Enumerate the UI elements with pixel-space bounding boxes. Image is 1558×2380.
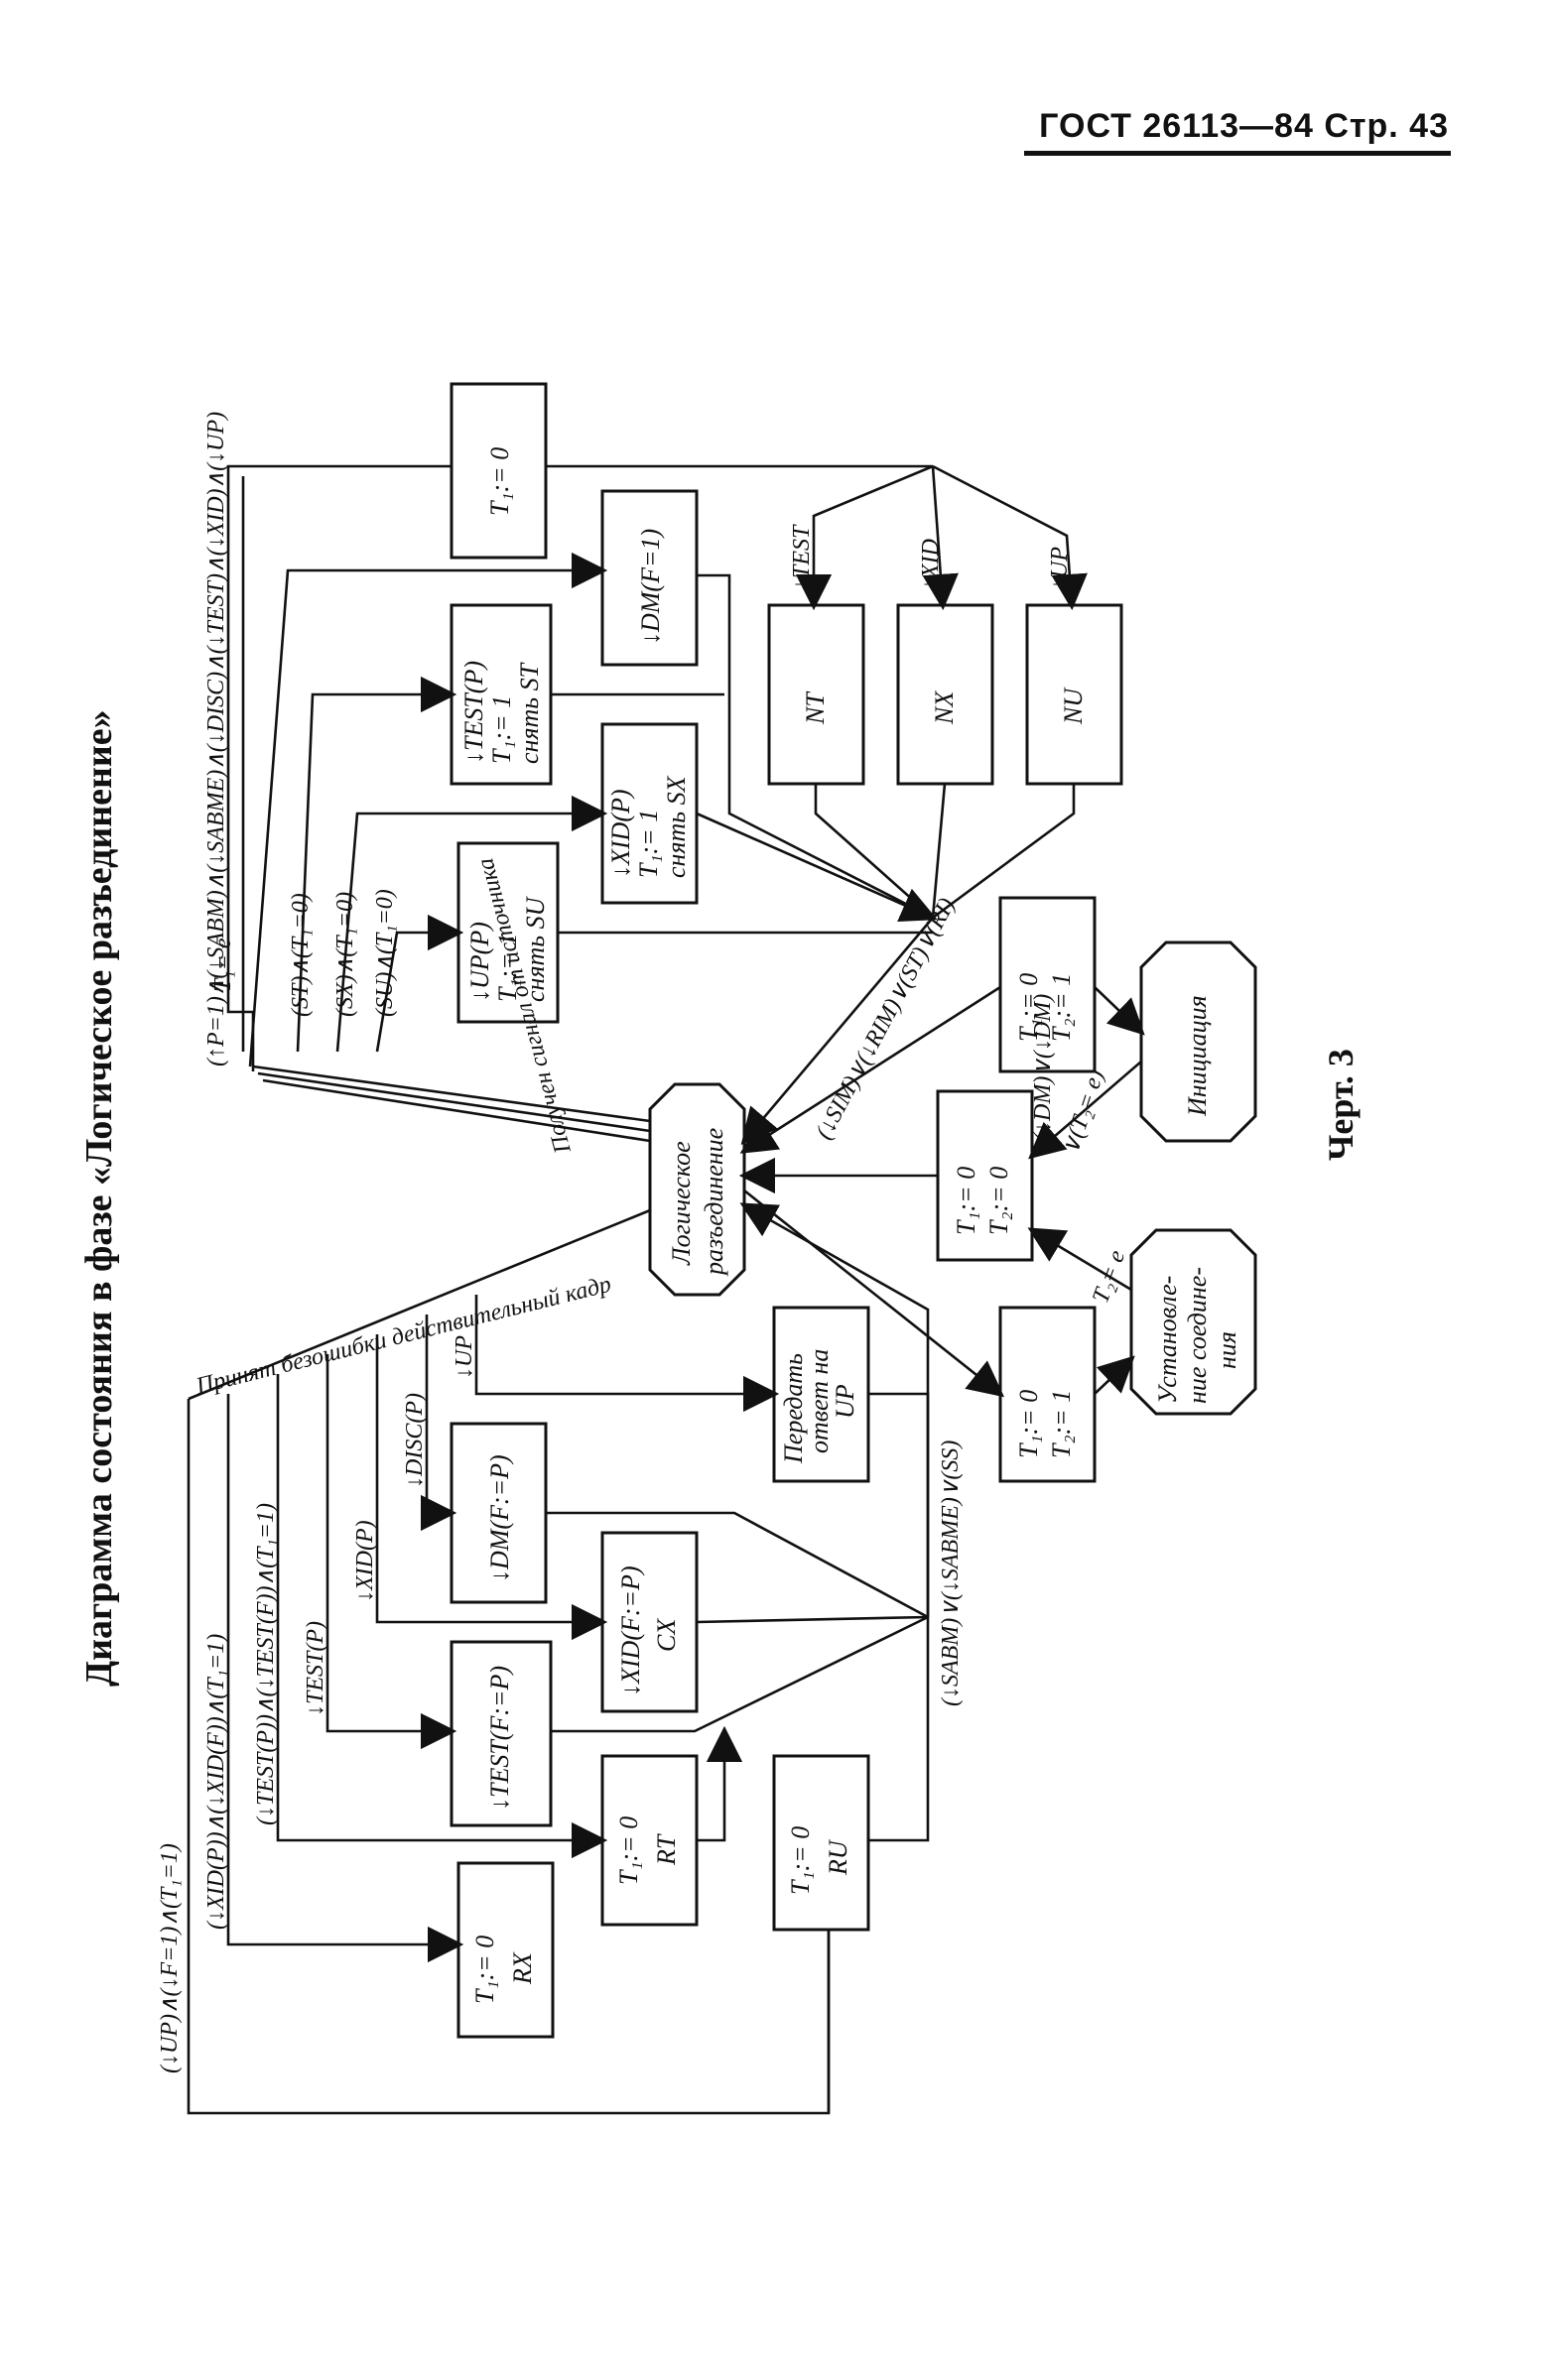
header-rule: [1024, 151, 1451, 156]
svg-text:↓TEST(F:=P): ↓TEST(F:=P): [485, 1666, 514, 1811]
svg-text:T₁:= 0: T₁:= 0: [1014, 973, 1043, 1042]
svg-text:UP: UP: [831, 1384, 859, 1419]
figure-title: Диаграмма состояния в фазе «Логическое р…: [78, 709, 120, 1687]
svg-text:↓XID(P): ↓XID(P): [606, 789, 635, 878]
box-up-su: ↓UP(P) T₁:= 1 снять SU: [456, 841, 560, 1024]
svg-text:T₁:= 1: T₁:= 1: [487, 695, 516, 764]
svg-text:снять SX: снять SX: [662, 775, 691, 878]
box-nt: NT: [767, 603, 865, 786]
svg-text:T₁:= 1: T₁:= 1: [634, 810, 663, 878]
page-header: ГОСТ 26113—84 Стр. 43: [1039, 107, 1449, 146]
svg-text:снять ST: снять ST: [515, 662, 544, 764]
svg-text:T₁:= 0: T₁:= 0: [614, 1816, 643, 1885]
box-send-up: Передать ответ на UP: [772, 1306, 870, 1483]
svg-text:Передать: Передать: [779, 1353, 808, 1464]
svg-text:T₁:= 0: T₁:= 0: [485, 447, 514, 516]
label-xid-arrow: ↓XID: [918, 539, 944, 590]
svg-text:T₂:= 1: T₂:= 1: [1047, 1390, 1076, 1458]
svg-text:NX: NX: [930, 690, 959, 725]
label-st-cond: (ST)∧(T₁=0): [288, 893, 314, 1017]
box-dm-f1: ↓DM(F=1): [600, 489, 699, 667]
box-ru: T₁:= 0 RU: [772, 1754, 870, 1932]
svg-text:NT: NT: [801, 691, 830, 725]
label-received-frame: Принят безошибки действительный кадр: [193, 1272, 613, 1400]
label-disc-p: ↓DISC(P): [402, 1393, 428, 1488]
label-up-in: ↓UP: [452, 1335, 477, 1379]
box-t1-t2-one-right: T₁:= 0 T₂:= 1: [998, 896, 1097, 1073]
box-rt: T₁:= 0 RT: [600, 1754, 699, 1927]
document-id: ГОСТ 26113—84: [1039, 107, 1314, 145]
page-number: Стр. 43: [1324, 107, 1449, 145]
svg-text:T₁:= 0: T₁:= 0: [1014, 1390, 1043, 1458]
label-xid-cond: (↓XID(P))∧(↓XID(F))∧(T₁=1): [203, 1634, 229, 1930]
box-t1-t2-zero: T₁:= 0 T₂:= 0: [936, 1089, 1034, 1262]
label-t2e: T₂= e: [1088, 1247, 1130, 1307]
box-rx: T₁:= 0 RX: [456, 1861, 555, 2039]
box-nx: NX: [896, 603, 994, 786]
label-test-cond: (↓TEST(P))∧(↓TEST(F))∧(T₁=1): [253, 1503, 279, 1825]
figure-caption: Черт. 3: [1321, 1049, 1361, 1161]
svg-text:снять SU: снять SU: [521, 895, 550, 1002]
svg-text:T₁:= 0: T₁:= 0: [952, 1167, 980, 1235]
label-up-cond: (↓UP)∧(↓F=1)∧(T₁=1): [157, 1843, 183, 2073]
box-nu: NU: [1025, 603, 1123, 786]
svg-text:T₁:= 0: T₁:= 0: [470, 1936, 499, 2004]
label-test-arrow: ↓TEST: [789, 524, 815, 590]
box-dm-fp: ↓DM(F:=P): [450, 1422, 548, 1604]
box-t1-t2-one-mid: T₁:= 0 T₂:= 1: [998, 1306, 1097, 1483]
label-dm-cond: (↓DM)∨(↓DM): [1030, 994, 1056, 1141]
svg-text:ние соедине-: ние соедине-: [1183, 1267, 1212, 1404]
box-test-st: ↓TEST(P) T₁:= 1 снять ST: [450, 603, 553, 786]
svg-text:↓DM(F:=P): ↓DM(F:=P): [485, 1454, 514, 1582]
svg-text:CX: CX: [652, 1618, 681, 1652]
label-sabm-cond: (↓SABM)∨(↓SABME)∨(SS): [938, 1441, 964, 1706]
svg-text:T₁:= 0: T₁:= 0: [786, 1826, 815, 1895]
svg-text:ответ на: ответ на: [805, 1349, 834, 1453]
state-label: Логическое: [667, 1141, 696, 1266]
svg-text:↓UP(P): ↓UP(P): [465, 922, 494, 1002]
svg-text:T₂:= 1: T₂:= 1: [1047, 973, 1076, 1042]
box-test-fp: ↓TEST(F:=P): [450, 1640, 553, 1827]
label-su-cond: (SU)∧(T₁=0): [372, 889, 398, 1017]
state-connection-setup: Установле- ние соедине- ния: [1129, 1228, 1257, 1416]
svg-text:ния: ния: [1213, 1331, 1241, 1369]
svg-text:T₁:= 1: T₁:= 1: [493, 934, 522, 1002]
box-t1-zero-top: T₁:= 0: [450, 382, 548, 560]
svg-text:↓TEST(P): ↓TEST(P): [459, 661, 488, 764]
label-test-p: ↓TEST(P): [303, 1621, 328, 1716]
svg-text:RU: RU: [824, 1838, 852, 1876]
state-label: Инициация: [1183, 995, 1212, 1117]
box-xid-cx: ↓XID(F:=P) CX: [600, 1531, 699, 1713]
label-top-cond: (↑P=1)∧(↓SABM)∧(↓SABME)∧(↓DISC)∧(↓TEST)∧…: [203, 412, 229, 1066]
svg-text:NU: NU: [1059, 687, 1088, 725]
svg-text:Установле-: Установле-: [1153, 1276, 1182, 1404]
box-xid-sx: ↓XID(P) T₁:= 1 снять SX: [600, 722, 699, 905]
svg-text:T₂:= 0: T₂:= 0: [984, 1167, 1013, 1235]
state-initiation: Инициация: [1139, 940, 1257, 1143]
label-t1e: T₁= e: [210, 938, 236, 992]
label-sx-cond: (SX)∧(T₁=0): [332, 892, 358, 1017]
svg-text:RT: RT: [652, 1833, 681, 1866]
svg-text:↓DM(F=1): ↓DM(F=1): [636, 529, 665, 645]
svg-text:RX: RX: [508, 1951, 537, 1985]
svg-text:↓XID(F:=P): ↓XID(F:=P): [616, 1566, 645, 1696]
label-xid-p: ↓XID(P): [352, 1520, 378, 1602]
label-up-arrow: ↓UP: [1047, 547, 1073, 590]
state-logical-disconnect: Логическое разъединение: [648, 1082, 746, 1297]
label-t2e-cond: ∨(T₂= e): [1058, 1066, 1109, 1158]
svg-text:разъединение: разъединение: [700, 1128, 728, 1277]
